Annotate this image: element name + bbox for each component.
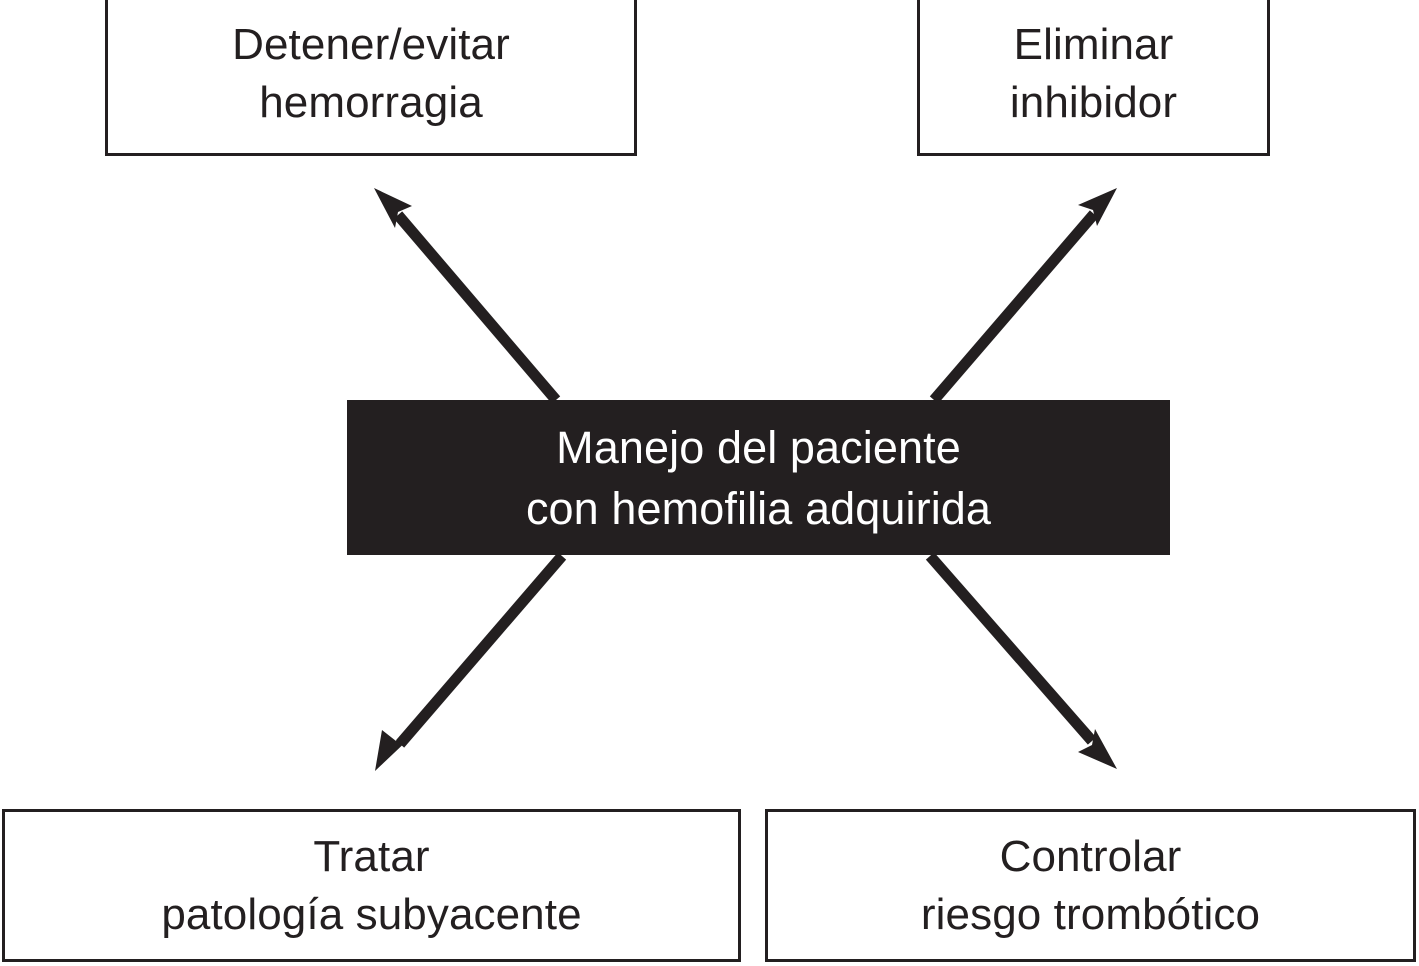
arrow-center-to-top-left: [374, 188, 561, 404]
node-control-thrombotic-label: Controlar riesgo trombótico: [920, 831, 1261, 939]
arrow-center-to-bottom-right: [925, 552, 1117, 769]
node-eliminate-inhibitor: Eliminar inhibidor: [917, 0, 1270, 156]
node-stop-bleeding-label: Detener/evitar hemorragia: [232, 20, 510, 127]
arrow-center-to-bottom-left: [375, 552, 567, 771]
node-patient-management: Manejo del paciente con hemofilia adquir…: [347, 400, 1170, 555]
node-treat-underlying-label: Tratar patología subyacente: [161, 831, 582, 939]
node-stop-bleeding: Detener/evitar hemorragia: [105, 0, 637, 156]
node-eliminate-inhibitor-label: Eliminar inhibidor: [1009, 20, 1178, 127]
node-treat-underlying: Tratar patología subyacente: [2, 809, 741, 962]
arrow-center-to-top-right: [929, 188, 1117, 404]
node-patient-management-label: Manejo del paciente con hemofilia adquir…: [525, 421, 992, 534]
node-control-thrombotic: Controlar riesgo trombótico: [765, 809, 1416, 962]
